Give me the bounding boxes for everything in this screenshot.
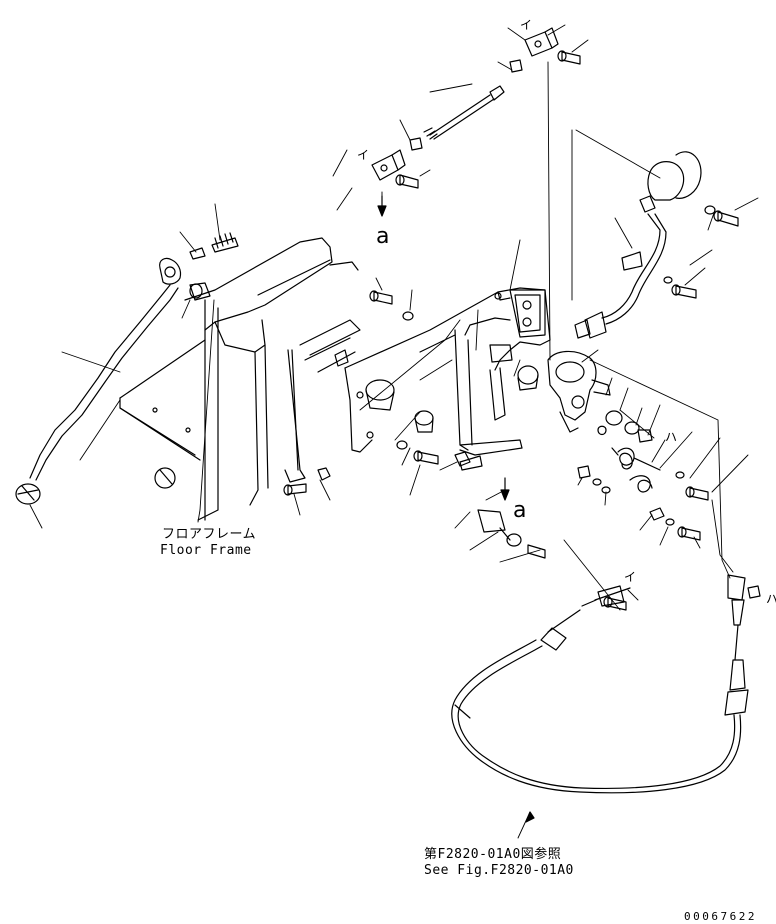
gear-lever xyxy=(15,232,239,505)
view-arrows xyxy=(377,195,535,823)
switch-harness xyxy=(574,151,702,339)
mark-i-lower: イ xyxy=(624,570,637,584)
view-mark-a-lower: a xyxy=(513,498,527,523)
mark-i-upper-left: イ xyxy=(357,148,370,162)
upper-rod xyxy=(371,27,559,181)
reference-label-en: See Fig.F2820-01A0 xyxy=(424,863,574,878)
leader-lines xyxy=(29,24,759,839)
drawing-number: 00067622 xyxy=(684,910,757,923)
control-cable xyxy=(451,574,749,794)
mark-ha-right: ハ xyxy=(665,430,678,444)
floor-frame xyxy=(119,237,361,521)
view-mark-a-upper: a xyxy=(376,224,390,249)
mark-ha-lower: ハ xyxy=(766,592,776,606)
bushings xyxy=(414,365,539,433)
springs xyxy=(611,447,661,493)
floor-frame-label-en: Floor Frame xyxy=(160,543,252,558)
reference-label-jp: 第F2820-01A0図参照 xyxy=(424,847,562,862)
lower-clevis xyxy=(459,455,546,559)
hardware xyxy=(283,50,761,611)
right-lever-assembly xyxy=(547,350,653,443)
floor-frame-label-jp: フロアフレーム xyxy=(162,527,257,542)
mark-i-top: イ xyxy=(520,18,533,32)
